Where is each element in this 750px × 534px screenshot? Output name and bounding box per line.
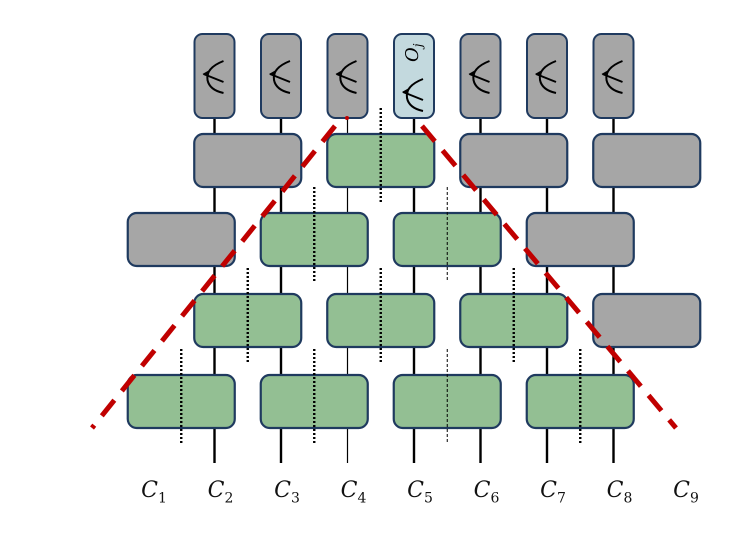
qubit-label-index: 2	[224, 490, 234, 507]
qubit-label-base: C	[407, 478, 424, 503]
observable-label: Oj	[402, 43, 425, 62]
qubit-label-base: C	[340, 478, 358, 503]
measurement-box	[326, 33, 369, 119]
light-cone-right-boundary	[420, 124, 678, 430]
qubit-label: C1	[141, 478, 167, 506]
qubit-label-index: 4	[357, 490, 367, 507]
qubit-label: C6	[474, 478, 500, 506]
qubit-label: C8	[607, 478, 633, 506]
meter-icon	[535, 60, 557, 94]
meter-icon	[269, 60, 291, 94]
gate-outside-light-cone	[459, 132, 569, 189]
light-cone-apex	[345, 116, 349, 120]
qubit-label-index: 1	[157, 490, 167, 507]
meter-icon	[335, 60, 357, 94]
measurement-box	[526, 33, 568, 119]
qubit-label-index: 3	[290, 490, 300, 507]
qubit-label-index: 7	[556, 490, 566, 507]
measurement-boxes: Oj	[193, 33, 635, 119]
two-qubit-gates	[126, 108, 702, 444]
gate-outside-light-cone	[592, 292, 702, 349]
qubit-label: C2	[208, 478, 234, 506]
measurement-box	[260, 33, 302, 119]
qubit-label-index: 6	[490, 490, 500, 507]
qubit-label: C7	[540, 478, 566, 506]
qubit-label-base: C	[540, 478, 557, 503]
gate-outside-light-cone	[126, 211, 236, 268]
qubit-label-index: 9	[689, 490, 699, 507]
light-cone-left-boundary	[90, 124, 337, 430]
qubit-label: C4	[341, 478, 367, 506]
qubit-label: C5	[407, 478, 433, 506]
qubit-label-base: C	[606, 478, 624, 503]
measurement-box	[592, 33, 635, 119]
qubit-label-index: 8	[623, 490, 633, 507]
meter-icon	[601, 60, 623, 94]
meter-icon	[468, 60, 490, 94]
qubit-label-base: C	[141, 478, 158, 503]
measurement-box	[459, 33, 502, 119]
qubit-label-base: C	[473, 478, 491, 503]
qubit-label-index: 5	[423, 490, 433, 507]
qubit-label: C3	[274, 478, 300, 506]
qubit-label-base: C	[673, 478, 690, 503]
qubit-label-base: C	[274, 478, 291, 503]
gate-outside-light-cone	[193, 132, 303, 189]
meter-icon	[402, 78, 424, 112]
qubit-label-base: C	[207, 478, 225, 503]
measurement-observable-oj: Oj	[393, 33, 435, 119]
measurement-box	[193, 33, 236, 119]
meter-icon	[202, 60, 224, 94]
qubit-label: C9	[673, 478, 699, 506]
light-cone	[90, 116, 678, 430]
gate-outside-light-cone	[525, 211, 635, 268]
gate-outside-light-cone	[592, 132, 702, 189]
